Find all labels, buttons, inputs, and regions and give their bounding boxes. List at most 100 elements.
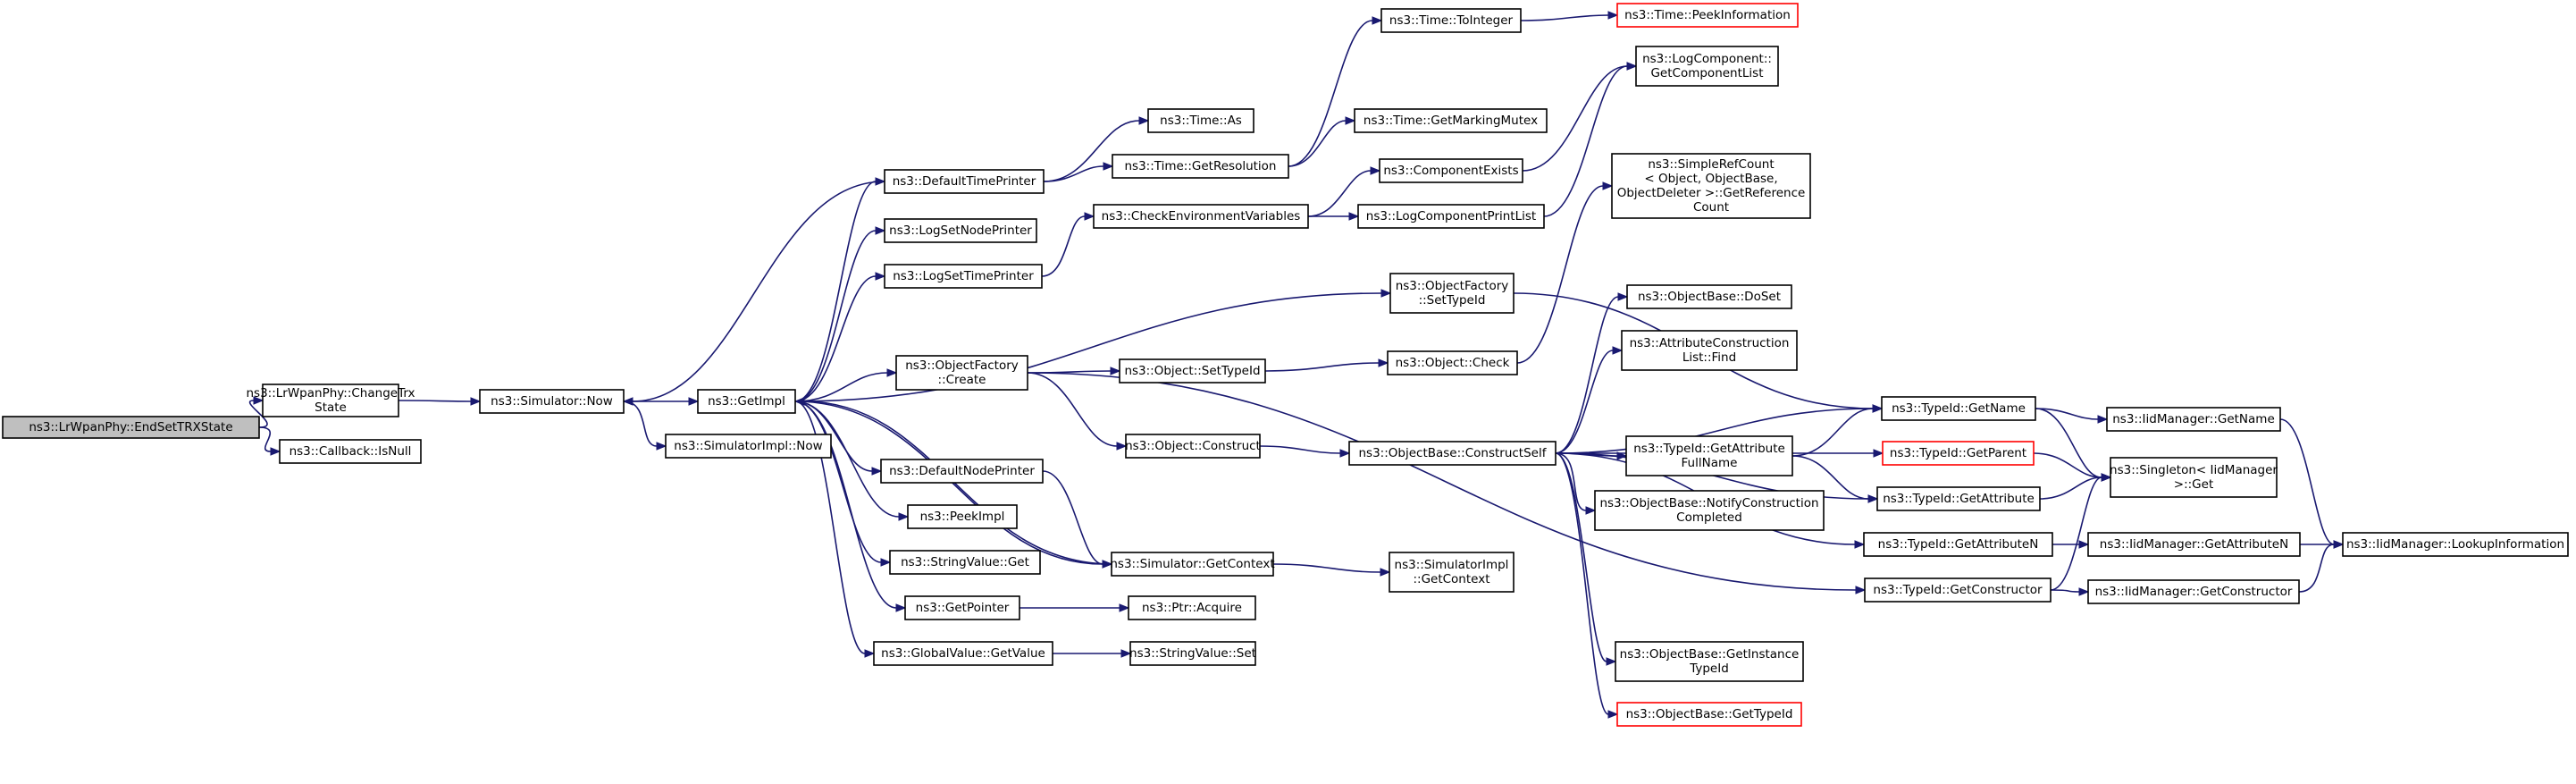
node-ptracquire[interactable]: ns3::Ptr::Acquire [1128, 595, 1256, 620]
node-logsetnodeprinter[interactable]: ns3::LogSetNodePrinter [884, 218, 1037, 243]
node-objbaseconstructself[interactable]: ns3::ObjectBase::ConstructSelf [1348, 441, 1557, 466]
arrowhead [1103, 162, 1114, 171]
node-deftimeprinter[interactable]: ns3::DefaultTimePrinter [884, 169, 1045, 194]
node-simgetcontext[interactable]: ns3::Simulator::GetContext [1110, 552, 1275, 577]
node-globalvaluegetvalue[interactable]: ns3::GlobalValue::GetValue [873, 641, 1053, 666]
node-checkenv[interactable]: ns3::CheckEnvironmentVariables [1093, 204, 1309, 229]
arrowhead [1084, 212, 1095, 221]
node-typeidgetparent[interactable]: ns3::TypeId::GetParent [1882, 441, 2035, 466]
node-defnodeprinter[interactable]: ns3::DefaultNodePrinter [880, 459, 1044, 484]
node-label: ns3::TypeId::GetConstructor [1873, 583, 2043, 597]
node-typeidgetattributen[interactable]: ns3::TypeId::GetAttributeN [1863, 532, 2053, 557]
arrowhead [886, 368, 898, 377]
node-stringvalueset[interactable]: ns3::StringValue::Set [1129, 641, 1256, 666]
node-label: >::Get [2174, 477, 2213, 492]
edge-getpointer-to-ptracquire [1019, 603, 1130, 612]
edge-getimpl-to-objfactorysettypeid [794, 289, 1392, 402]
node-label: Count [1693, 200, 1729, 215]
node-box [884, 218, 1037, 243]
node-label: ns3::LrWpanPhy::ChangeTrx [246, 386, 415, 400]
edge-logsettimeprinter-to-checkenv [1041, 212, 1095, 277]
edge-deftimeprinter-to-timegetresolution [1043, 162, 1114, 182]
arrowhead [898, 512, 910, 521]
node-label: ns3::GetImpl [708, 394, 785, 409]
edge-timegetresolution-to-timegetmarkingmutex [1288, 116, 1356, 167]
arrowhead [1378, 358, 1389, 367]
node-logcomponentprintlist[interactable]: ns3::LogComponentPrintList [1357, 204, 1545, 229]
node-objectsettypeid[interactable]: ns3::Object::SetTypeId [1119, 358, 1266, 384]
node-simnow[interactable]: ns3::Simulator::Now [479, 389, 625, 414]
node-endset[interactable]: ns3::LrWpanPhy::EndSetTRXState [2, 416, 260, 439]
edge-typeidgetattributen-to-iidmgrgetattributen [2052, 540, 2090, 549]
arrowhead [875, 226, 886, 235]
node-timegetresolution[interactable]: ns3::Time::GetResolution [1112, 154, 1289, 179]
node-logsettimeprinter[interactable]: ns3::LogSetTimePrinter [884, 264, 1043, 289]
node-simimplnow[interactable]: ns3::SimulatorImpl::Now [665, 434, 832, 459]
node-label: ns3::Time::PeekInformation [1624, 8, 1791, 22]
node-label: GetComponentList [1650, 66, 1763, 80]
node-label: ns3::StringValue::Set [1129, 646, 1256, 661]
node-objectcheck[interactable]: ns3::Object::Check [1387, 350, 1518, 375]
edge-getimpl-to-logsetnodeprinter [794, 226, 886, 402]
node-timeas[interactable]: ns3::Time::As [1147, 108, 1254, 133]
node-label: ns3::DefaultNodePrinter [889, 464, 1035, 478]
arrowhead [1348, 212, 1360, 221]
node-timetointeger[interactable]: ns3::Time::ToInteger [1380, 8, 1522, 33]
node-timegetmarkingmutex[interactable]: ns3::Time::GetMarkingMutex [1354, 108, 1548, 133]
node-iidmgrgetconstructor[interactable]: ns3::IidManager::GetConstructor [2087, 579, 2300, 604]
node-label: State [315, 400, 347, 415]
node-label: ns3::IidManager::GetConstructor [2095, 585, 2293, 599]
arrowhead [1380, 568, 1391, 577]
arrowhead [688, 397, 700, 406]
arrowhead [1120, 649, 1132, 658]
node-objfactorycreate[interactable]: ns3::ObjectFactory::Create [895, 355, 1028, 391]
arrowhead [622, 397, 634, 406]
node-iidmgrlookup[interactable]: ns3::IidManager::LookupInformation [2342, 532, 2569, 557]
node-objbasedoset[interactable]: ns3::ObjectBase::DoSet [1626, 284, 1792, 309]
node-iidmgrgetname[interactable]: ns3::IidManager::GetName [2106, 407, 2281, 432]
node-logcomponentgetlist[interactable]: ns3::LogComponent::GetComponentList [1635, 46, 1779, 87]
node-box [279, 439, 422, 464]
node-isnull[interactable]: ns3::Callback::IsNull [279, 439, 422, 464]
node-peekimpl[interactable]: ns3::PeekImpl [907, 504, 1018, 529]
node-iidmgrgetattributen[interactable]: ns3::IidManager::GetAttributeN [2087, 532, 2301, 557]
node-box [884, 264, 1043, 289]
node-objbasenotify[interactable]: ns3::ObjectBase::NotifyConstructionCompl… [1594, 490, 1825, 531]
node-box [895, 355, 1028, 391]
node-label: ns3::SimulatorImpl::Now [674, 439, 822, 453]
node-box [2087, 532, 2301, 557]
arrowhead [1607, 11, 1619, 20]
node-timepeekinformation[interactable]: ns3::Time::PeekInformation [1616, 3, 1799, 28]
node-label: ns3::LogSetNodePrinter [889, 223, 1032, 238]
node-singletonget[interactable]: ns3::Singleton< IidManager>::Get [2110, 457, 2278, 498]
node-label: ns3::IidManager::GetAttributeN [2100, 537, 2288, 552]
node-componentexists[interactable]: ns3::ComponentExists [1379, 158, 1523, 183]
node-simimplgetcontext[interactable]: ns3::SimulatorImpl::GetContext [1389, 552, 1515, 593]
node-typeidgetname[interactable]: ns3::TypeId::GetName [1881, 396, 2036, 421]
node-objfactorysettypeid[interactable]: ns3::ObjectFactory::SetTypeId [1389, 273, 1515, 314]
arrowhead [2097, 415, 2109, 424]
edge-endset-to-changetrx [248, 396, 268, 428]
node-getimpl[interactable]: ns3::GetImpl [697, 389, 796, 414]
node-box [884, 169, 1045, 194]
node-label: ns3::Ptr::Acquire [1142, 601, 1242, 615]
edge-objbaseconstructself-to-objbasenotify [1555, 452, 1597, 515]
edge-objectconstruct-to-objbaseconstructself [1259, 445, 1351, 458]
node-simplerefcount[interactable]: ns3::SimpleRefCount< Object, ObjectBase,… [1611, 153, 1811, 219]
edge-getimpl-to-getpointer [794, 400, 907, 612]
node-objbasegettypeid[interactable]: ns3::ObjectBase::GetTypeId [1616, 702, 1802, 727]
node-getpointer[interactable]: ns3::GetPointer [904, 595, 1020, 620]
node-objectconstruct[interactable]: ns3::Object::Construct [1125, 434, 1261, 459]
arrowhead [2078, 587, 2090, 596]
edge-getimpl-to-deftimeprinter [794, 177, 886, 402]
node-stringvalueget[interactable]: ns3::StringValue::Get [889, 550, 1041, 575]
node-label: ns3::DefaultTimePrinter [893, 174, 1036, 189]
node-box [1354, 108, 1548, 133]
node-box [2087, 579, 2300, 604]
node-typeidgetconstructor[interactable]: ns3::TypeId::GetConstructor [1864, 577, 2052, 603]
node-typeidgetattribute[interactable]: ns3::TypeId::GetAttribute [1876, 486, 2041, 511]
